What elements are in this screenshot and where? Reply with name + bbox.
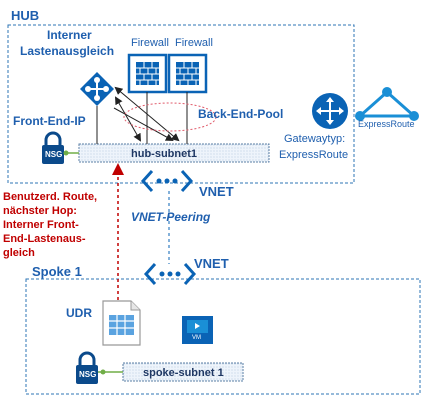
- frontend-ip-label: Front-End-IP: [13, 114, 86, 128]
- gateway-type-value: ExpressRoute: [279, 149, 349, 161]
- route-note-line2: nächster Hop:: [3, 205, 77, 217]
- spoke-title: Spoke 1: [32, 264, 82, 279]
- hub-title: HUB: [11, 8, 40, 23]
- vnet-icon: [140, 169, 194, 193]
- firewall-icon: [127, 53, 168, 94]
- firewall-label: Firewall: [131, 37, 169, 49]
- backend-pool-label: Back-End-Pool: [198, 107, 284, 121]
- route-note-line1: Benutzerd. Route,: [3, 191, 98, 203]
- lock-icon: [76, 351, 98, 384]
- nsg-label: NSG: [45, 150, 63, 159]
- load-balancer-label-line1: Interner: [47, 28, 92, 42]
- route-note-line5: gleich: [3, 247, 35, 259]
- hub-vnet-boundary: [7, 24, 355, 184]
- firewall-label: Firewall: [175, 37, 213, 49]
- route-note-line3: Interner Front-: [3, 219, 79, 231]
- expressroute-icon: [355, 87, 419, 121]
- backend-pool-outline: [123, 102, 217, 132]
- lock-icon: [42, 131, 64, 164]
- udr-label: UDR: [66, 306, 92, 320]
- spoke-vnet-boundary: [25, 278, 421, 395]
- spoke-subnet-label: spoke-subnet 1: [143, 367, 224, 379]
- virtual-machine-icon: [182, 316, 213, 344]
- vnet-top-label: VNET: [199, 184, 234, 199]
- nsg-connector-dot: [100, 369, 106, 375]
- vnet-icon: [143, 262, 197, 286]
- nsg-connector-dot: [63, 150, 69, 156]
- vm-label: VM: [192, 335, 201, 341]
- route-note-line4: End-Lastenaus-: [3, 233, 86, 245]
- load-balancer-icon: [80, 72, 114, 106]
- hub-subnet-label: hub-subnet1: [131, 148, 197, 160]
- peering-label: VNET-Peering: [131, 210, 211, 224]
- expressroute-label: ExpressRoute: [358, 119, 415, 129]
- hub-connectors: [96, 86, 188, 144]
- route-table-icon: [102, 300, 141, 346]
- gateway-type-label: Gatewaytyp:: [284, 133, 346, 145]
- vnet-bottom-label: VNET: [194, 256, 229, 271]
- firewall-icon: [167, 53, 208, 94]
- router-icon: [312, 93, 348, 129]
- nsg-label: NSG: [79, 370, 97, 379]
- load-balancer-label-line2: Lastenausgleich: [20, 44, 115, 58]
